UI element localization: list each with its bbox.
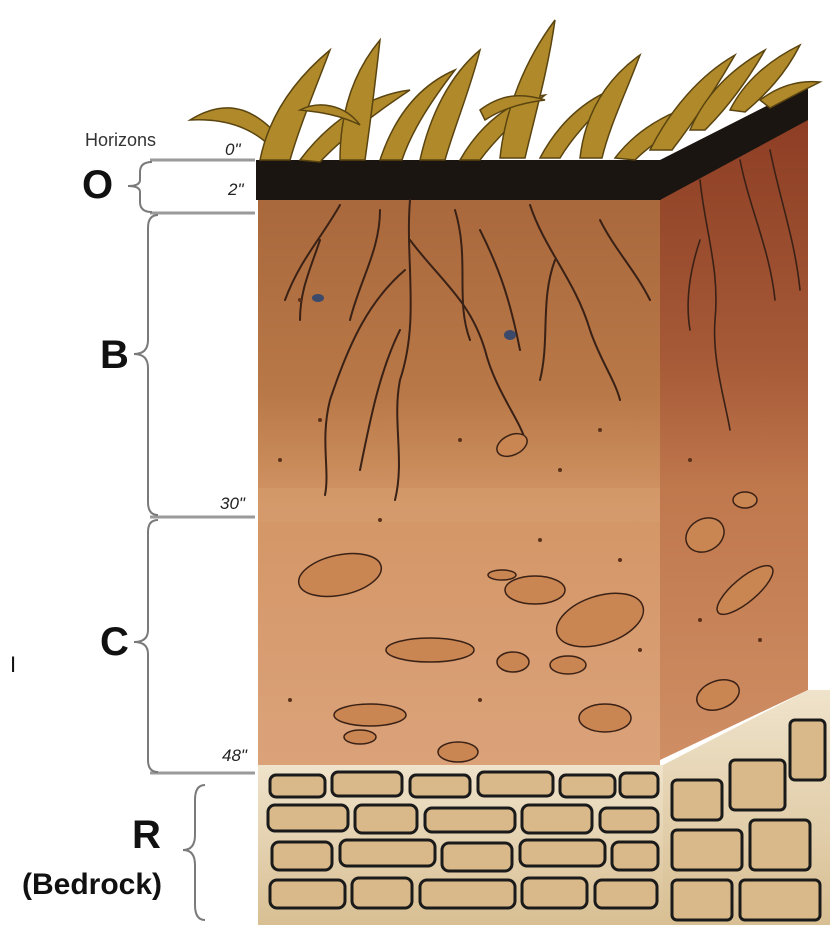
r-brace	[183, 785, 205, 920]
c-brace	[134, 520, 158, 772]
stray-mark: I	[10, 652, 16, 678]
horizons-header: Horizons	[85, 130, 156, 151]
o-horizon-layer-front	[256, 160, 661, 200]
depth-mark-48: 48"	[222, 746, 247, 766]
b-brace	[134, 215, 158, 515]
horizon-label-o: O	[82, 165, 113, 205]
horizon-label-c: C	[100, 622, 129, 662]
depth-tick-bars	[150, 160, 255, 773]
b-c-transition-band	[258, 488, 660, 522]
horizon-label-b: B	[100, 335, 129, 375]
soil-block-side-face	[660, 90, 808, 760]
depth-mark-0: 0"	[225, 140, 241, 160]
horizon-braces	[128, 162, 205, 920]
depth-mark-30: 30"	[220, 494, 245, 514]
horizon-label-r: R	[132, 815, 161, 855]
depth-mark-2: 2"	[228, 180, 244, 200]
o-brace	[128, 162, 152, 212]
horizon-sublabel-bedrock: (Bedrock)	[22, 868, 162, 902]
soil-block-front-face	[258, 195, 660, 765]
